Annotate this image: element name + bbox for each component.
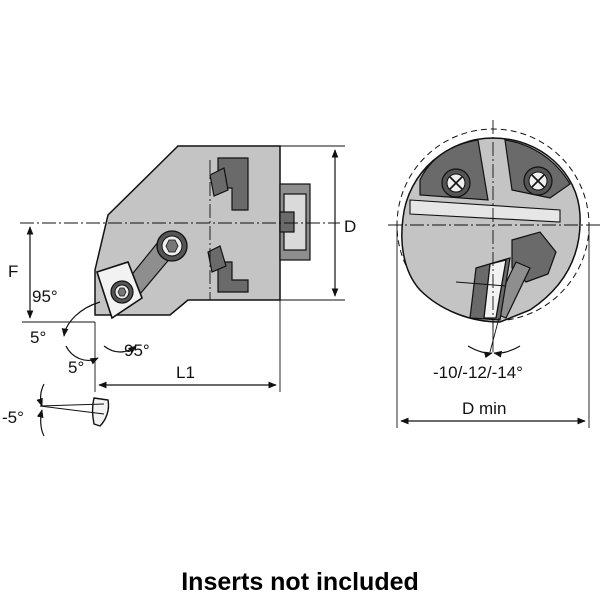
end-insert (483, 259, 507, 319)
angle-5-bottom-label: 5° (68, 358, 84, 377)
coupling-key (279, 211, 295, 233)
insert-section (91, 397, 110, 427)
d-label: D (344, 217, 356, 236)
clamp-screw-hex (165, 239, 179, 253)
rake-arc-left (467, 345, 493, 359)
angle-arc-left (61, 301, 101, 337)
rake-insert-line (489, 317, 500, 353)
insert-screw-hex (117, 287, 127, 297)
lower-boss-notch (207, 245, 227, 273)
clearance-arc-top (36, 383, 45, 407)
end-view: -10/-12/-14° D min (388, 120, 600, 428)
l1-label: L1 (176, 363, 195, 382)
angle-arc-lower-left (65, 345, 99, 365)
side-view: D F L1 95° 5° 5° 95° -5° (2, 145, 356, 437)
angle-95-left-label: 95° (32, 287, 58, 306)
angle-95-bottom-label: 95° (124, 341, 150, 360)
end-screw-left-slot-b (449, 176, 463, 190)
clearance-line-a (39, 403, 105, 407)
angle-5-left-label: 5° (30, 328, 46, 347)
angle-arc-bottom (103, 345, 137, 354)
clearance-line-b (39, 405, 105, 415)
caption: Inserts not included (181, 568, 419, 596)
end-insert-edge (455, 281, 507, 287)
rake-arc-right (493, 345, 521, 358)
angle-neg5-label: -5° (2, 408, 24, 427)
f-label: F (8, 262, 18, 281)
lower-boss (217, 261, 249, 293)
end-screw-right-slot-b (531, 174, 545, 188)
d-min-label: D min (462, 399, 506, 418)
end-flat-band (409, 199, 561, 223)
rake-angles-label: -10/-12/-14° (433, 363, 523, 382)
clearance-arc-bottom (36, 409, 45, 437)
upper-boss-notch (209, 167, 229, 197)
